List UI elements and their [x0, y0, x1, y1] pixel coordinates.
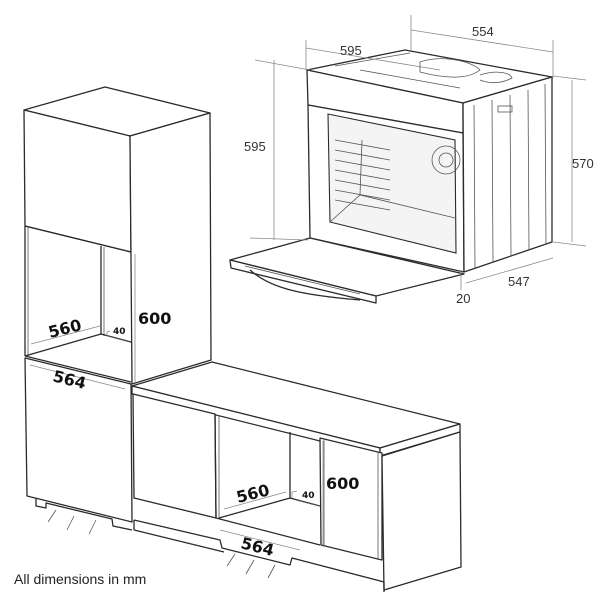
base-niche-width-label: 560 [234, 480, 271, 507]
oven-door-offset-label: 20 [456, 291, 470, 306]
tall-niche-height-label: 600 [138, 309, 171, 328]
base-cabinet-width-label: 564 [239, 533, 276, 560]
fan-icon [431, 145, 461, 175]
oven-depth-top-label: 554 [472, 24, 494, 39]
tall-niche-width-label: 560 [46, 315, 83, 342]
oven-height-label: 595 [244, 139, 266, 154]
oven [229, 49, 553, 304]
oven-rack-runners [334, 139, 391, 211]
units-footnote: All dimensions in mm [14, 571, 146, 587]
oven-side-depth-label: 547 [508, 274, 530, 289]
base-cabinet-dimensions: 560 40 600 564 [219, 441, 359, 579]
oven-dimensions: 554 595 595 570 547 20 [244, 15, 594, 306]
side-bracket [497, 105, 513, 113]
base-cabinet [131, 361, 462, 592]
tall-cabinet [23, 86, 212, 531]
oven-side-height-label: 570 [572, 156, 594, 171]
base-niche-height-label: 600 [326, 474, 359, 493]
oven-width-label: 595 [340, 43, 362, 58]
base-vent-gap-label: 40 [302, 491, 315, 501]
tall-vent-gap-label: 40 [113, 327, 126, 337]
